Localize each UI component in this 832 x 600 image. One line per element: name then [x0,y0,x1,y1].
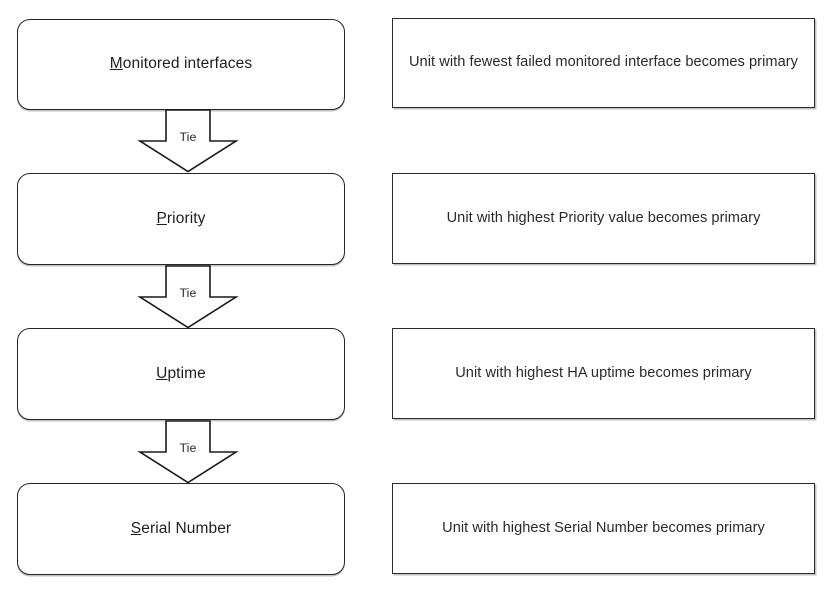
criterion-box-serial-number[interactable]: Serial Number [17,483,345,575]
criterion-label: Monitored interfaces [110,55,252,74]
criterion-label-rest: riority [166,209,206,227]
criterion-box-priority[interactable]: Priority [17,173,345,265]
description-text: Unit with highest HA uptime becomes prim… [455,364,752,381]
description-box-serial-number: Unit with highest Serial Number becomes … [392,483,815,574]
arrow-shape [140,110,236,172]
criterion-label-rest: erial Number [141,519,232,537]
criterion-label: Serial Number [131,520,231,539]
criterion-accelerator-letter: M [109,55,123,73]
criterion-box-uptime[interactable]: Uptime [17,328,345,420]
description-text: Unit with highest Serial Number becomes … [442,519,765,536]
tie-arrow-2: Tie [140,266,236,328]
description-box-priority: Unit with highest Priority value becomes… [392,173,815,264]
criterion-label: Uptime [156,365,206,384]
arrow-shape [140,266,236,328]
criterion-label-rest: onitored interfaces [122,55,253,73]
criterion-label: Priority [156,210,205,229]
criterion-accelerator-letter: P [156,209,167,227]
tie-arrow-3: Tie [140,421,236,483]
criterion-label-rest: ptime [167,364,206,382]
description-text: Unit with fewest failed monitored interf… [408,54,799,71]
arrow-shape [140,421,236,483]
criterion-accelerator-letter: S [130,519,142,537]
description-box-uptime: Unit with highest HA uptime becomes prim… [392,328,815,419]
criterion-accelerator-letter: U [156,364,168,382]
description-text: Unit with highest Priority value becomes… [446,209,761,226]
description-box-monitored-interfaces: Unit with fewest failed monitored interf… [392,18,815,108]
tie-arrow-1: Tie [140,110,236,172]
criterion-box-monitored-interfaces[interactable]: Monitored interfaces [17,19,345,110]
